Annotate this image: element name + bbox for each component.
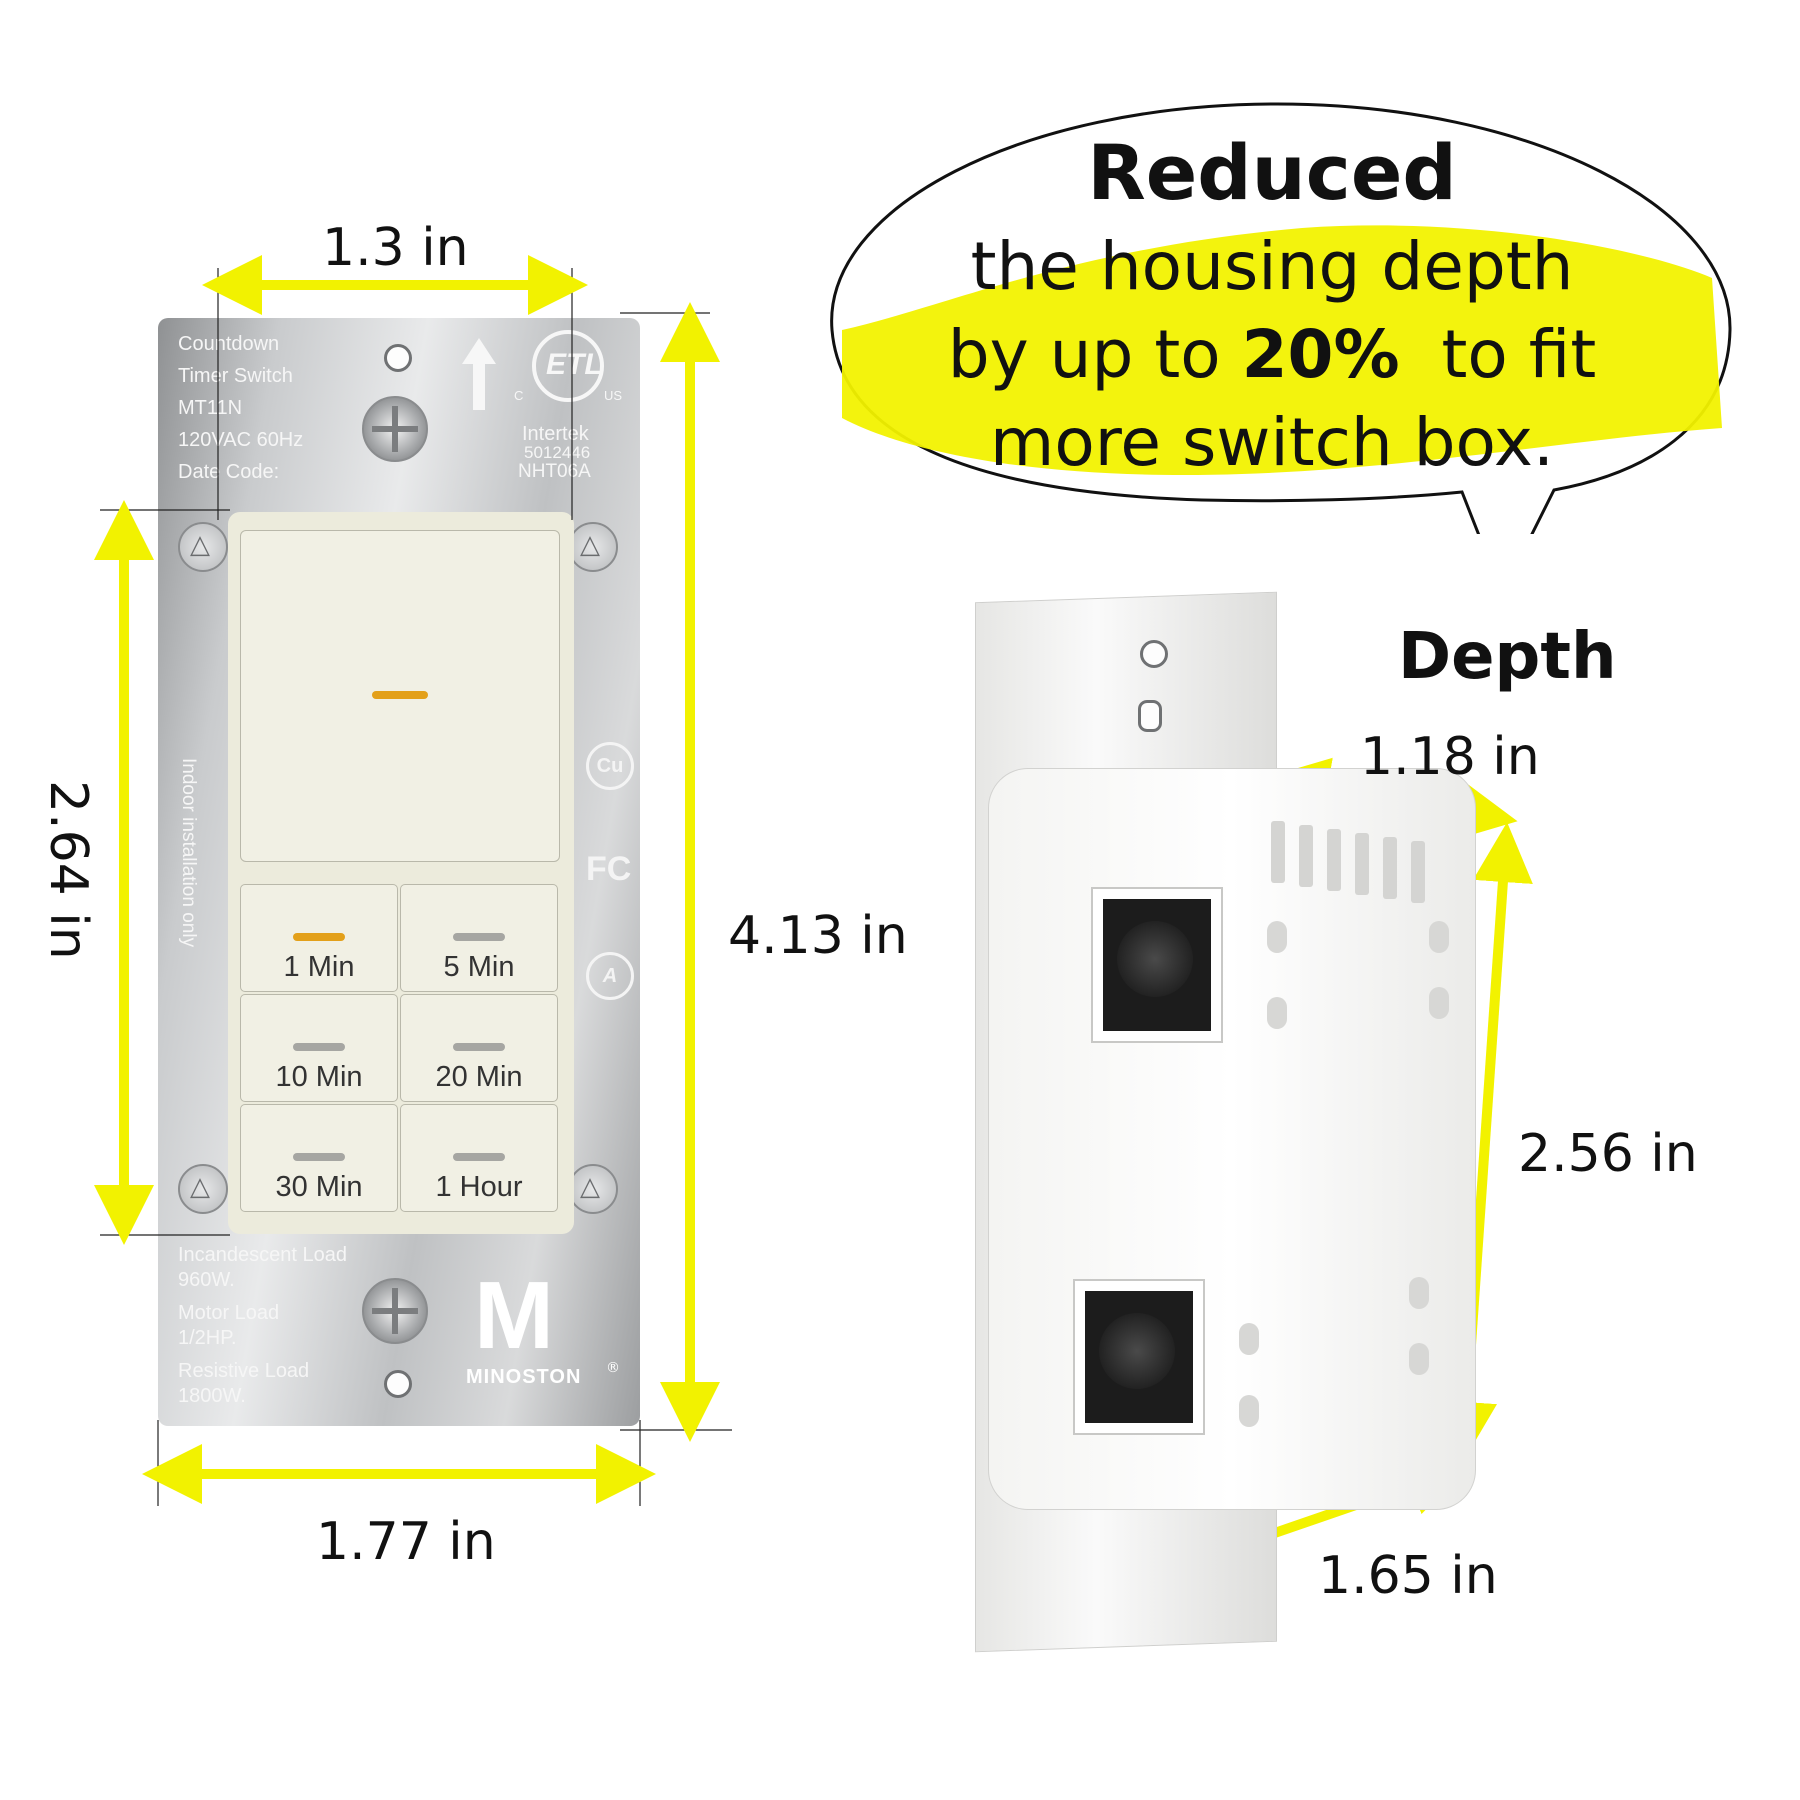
button-label: 5 Min bbox=[443, 951, 515, 983]
housing-dot bbox=[1429, 921, 1449, 953]
dimension-left-height-wrap: 2.64 in bbox=[38, 780, 100, 980]
cert-number: 5012446 bbox=[524, 443, 591, 462]
plate-line-date-code: Date Code: bbox=[178, 461, 280, 483]
housing-dot bbox=[1239, 1395, 1259, 1427]
load-motor: Motor Load bbox=[178, 1302, 280, 1324]
etl-certification-icon: ETL C US bbox=[514, 328, 622, 404]
led-indicator bbox=[453, 1043, 505, 1051]
terminal-screw-top bbox=[1093, 889, 1221, 1041]
led-indicator bbox=[453, 933, 505, 941]
button-label: 20 Min bbox=[435, 1061, 523, 1093]
timer-button-5-min[interactable]: 5 Min bbox=[400, 884, 558, 992]
cert-model: NHT06A bbox=[518, 461, 591, 482]
vent-slot bbox=[1271, 821, 1285, 883]
etl-c: C bbox=[514, 388, 524, 403]
housing-dot bbox=[1429, 987, 1449, 1019]
terminal-screw-bottom bbox=[1075, 1281, 1203, 1433]
dimension-full-height: 4.13 in bbox=[728, 906, 908, 966]
led-indicator bbox=[453, 1153, 505, 1161]
callout-line-1: the housing depth bbox=[970, 228, 1574, 305]
etl-mark: ETL bbox=[546, 348, 603, 381]
main-paddle-button[interactable] bbox=[240, 530, 560, 862]
button-label: 10 Min bbox=[275, 1061, 363, 1093]
vent-slot bbox=[1355, 833, 1369, 895]
alignment-mark-icon bbox=[178, 522, 228, 572]
status-led bbox=[372, 691, 428, 699]
timer-button-1-min[interactable]: 1 Min bbox=[240, 884, 398, 992]
callout-line-2: by up to 20% to fit bbox=[922, 316, 1622, 393]
minoston-logo: M bbox=[474, 1262, 554, 1369]
led-indicator bbox=[293, 1043, 345, 1051]
side-mounting-hole bbox=[1140, 640, 1168, 668]
vent-slot bbox=[1299, 825, 1313, 887]
screw-icon bbox=[1099, 1313, 1175, 1389]
callout-line-3: more switch box. bbox=[990, 404, 1554, 481]
mounting-hole-bottom bbox=[384, 1370, 412, 1398]
button-label: 30 Min bbox=[275, 1171, 363, 1203]
screw-bottom-icon bbox=[362, 1278, 428, 1344]
load-incandescent: Incandescent Load bbox=[178, 1244, 348, 1266]
dimension-housing-height: 2.56 in bbox=[1518, 1124, 1698, 1184]
callout-line-2-post: to fit bbox=[1399, 316, 1597, 393]
switch-housing bbox=[988, 768, 1476, 1510]
housing-dot bbox=[1409, 1277, 1429, 1309]
timer-button-30-min[interactable]: 30 Min bbox=[240, 1104, 398, 1212]
callout-bubble bbox=[830, 102, 1732, 534]
etl-us: US bbox=[604, 388, 623, 403]
callout-percent: 20% bbox=[1241, 316, 1400, 393]
button-label: 1 Min bbox=[283, 951, 355, 983]
screw-top-icon bbox=[362, 396, 428, 462]
depth-label: Depth bbox=[1398, 620, 1617, 694]
plate-line-model: MT11N bbox=[178, 397, 243, 419]
timer-button-10-min[interactable]: 10 Min bbox=[240, 994, 398, 1102]
load-resistive-value: 1800W. bbox=[178, 1385, 246, 1407]
side-slot bbox=[1138, 700, 1162, 732]
callout-headline: Reduced bbox=[1087, 128, 1457, 217]
dimension-depth-top: 1.18 in bbox=[1360, 727, 1540, 787]
registered-mark: ® bbox=[606, 1360, 620, 1376]
load-incandescent-value: 960W. bbox=[178, 1269, 235, 1291]
arrow-up-icon bbox=[462, 338, 496, 414]
vent-slot bbox=[1327, 829, 1341, 891]
callout-line-2-pre: by up to bbox=[947, 316, 1242, 393]
plate-line-countdown: Countdown bbox=[178, 333, 280, 355]
dimension-depth-bottom: 1.65 in bbox=[1318, 1546, 1498, 1606]
button-label: 1 Hour bbox=[435, 1171, 523, 1203]
led-indicator bbox=[293, 1153, 345, 1161]
load-resistive: Resistive Load bbox=[178, 1360, 310, 1382]
brand-name: MINOSTON bbox=[466, 1366, 582, 1388]
vent-slot bbox=[1411, 841, 1425, 903]
timer-button-1-hour[interactable]: 1 Hour bbox=[400, 1104, 558, 1212]
plate-line-voltage: 120VAC 60Hz bbox=[178, 429, 304, 451]
housing-dot bbox=[1239, 1323, 1259, 1355]
housing-dot bbox=[1267, 921, 1287, 953]
alignment-mark-icon bbox=[178, 1164, 228, 1214]
arrow-cert-icon: A bbox=[586, 952, 634, 1000]
mounting-hole-top bbox=[384, 344, 412, 372]
load-motor-value: 1/2HP. bbox=[178, 1327, 237, 1349]
housing-dot bbox=[1409, 1343, 1429, 1375]
alignment-mark-icon bbox=[568, 1164, 618, 1214]
cu-icon: Cu bbox=[586, 742, 634, 790]
housing-dot bbox=[1267, 997, 1287, 1029]
screw-icon bbox=[1117, 921, 1193, 997]
dimension-top-width: 1.3 in bbox=[322, 218, 469, 278]
alignment-mark-icon bbox=[568, 522, 618, 572]
led-indicator bbox=[293, 933, 345, 941]
plate-line-timer-switch: Timer Switch bbox=[178, 365, 293, 387]
vent-slot bbox=[1383, 837, 1397, 899]
dimension-bottom-width: 1.77 in bbox=[316, 1512, 496, 1572]
timer-button-20-min[interactable]: 20 Min bbox=[400, 994, 558, 1102]
dimension-left-height: 2.64 in bbox=[38, 780, 98, 960]
